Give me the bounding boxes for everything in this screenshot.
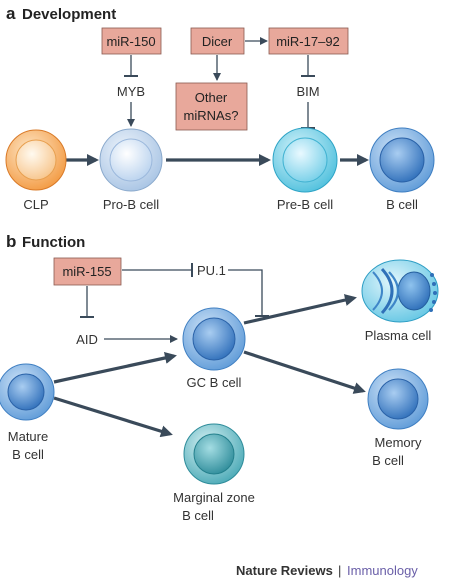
dicer-label: Dicer bbox=[202, 34, 233, 49]
mir-150-box bbox=[101, 27, 162, 55]
aid-label: AID bbox=[76, 332, 98, 347]
gc-to-plasma-arrow bbox=[243, 294, 357, 325]
mir-17-92-box bbox=[268, 27, 349, 55]
memory-b-label-line1: Memory bbox=[375, 435, 422, 450]
pre-b-label: Pre-B cell bbox=[277, 197, 333, 212]
other-mirnas-line2: miRNAs? bbox=[184, 108, 239, 123]
marginal-zone-label-line1: Marginal zone bbox=[173, 490, 255, 505]
dicer-box bbox=[190, 27, 245, 55]
gc-to-memory-arrow bbox=[243, 350, 366, 394]
footer-journal: Nature Reviews bbox=[236, 563, 333, 578]
section-b-title: Function bbox=[22, 234, 85, 251]
b-cell bbox=[369, 127, 435, 193]
mir-155-label: miR-155 bbox=[62, 264, 111, 279]
mir-17-92-label: miR-17–92 bbox=[276, 34, 340, 49]
mir-150-label: miR-150 bbox=[106, 34, 155, 49]
other-mirnas-box bbox=[175, 82, 248, 131]
plasma-cell bbox=[361, 259, 439, 323]
clp-label: CLP bbox=[23, 197, 48, 212]
mature-b-label-line2: B cell bbox=[12, 447, 44, 462]
bim-label: BIM bbox=[296, 84, 319, 99]
section-a-letter: a bbox=[6, 4, 16, 23]
memory-b-cell bbox=[367, 368, 429, 430]
pre-b-cell bbox=[272, 127, 338, 193]
pro-b-label: Pro-B cell bbox=[103, 197, 159, 212]
b-cell-label: B cell bbox=[386, 197, 418, 212]
plasma-cell-label: Plasma cell bbox=[365, 328, 432, 343]
footer-subject: Immunology bbox=[347, 563, 418, 578]
section-a-title: Development bbox=[22, 6, 116, 23]
footer-separator: | bbox=[338, 563, 341, 578]
mature-b-label-line1: Mature bbox=[8, 429, 48, 444]
myb-label: MYB bbox=[117, 84, 145, 99]
marginal-zone-label-line2: B cell bbox=[182, 508, 214, 523]
mature-to-marginal-arrow bbox=[53, 396, 173, 438]
mir-155-box bbox=[53, 257, 122, 286]
pro-b-cell bbox=[99, 128, 163, 192]
clp-cell bbox=[5, 129, 67, 191]
section-b-letter: b bbox=[6, 232, 16, 251]
pu1-label: PU.1 bbox=[197, 263, 226, 278]
gc-b-cell bbox=[182, 307, 246, 371]
memory-b-label-line2: B cell bbox=[372, 453, 404, 468]
other-mirnas-line1: Other bbox=[195, 90, 228, 105]
gc-b-cell-label: GC B cell bbox=[187, 375, 242, 390]
mature-b-cell bbox=[0, 363, 55, 421]
mature-to-gc-arrow bbox=[53, 352, 177, 384]
pu1-inhibits-gc-transition bbox=[228, 269, 269, 317]
marginal-zone-b-cell bbox=[183, 423, 245, 485]
